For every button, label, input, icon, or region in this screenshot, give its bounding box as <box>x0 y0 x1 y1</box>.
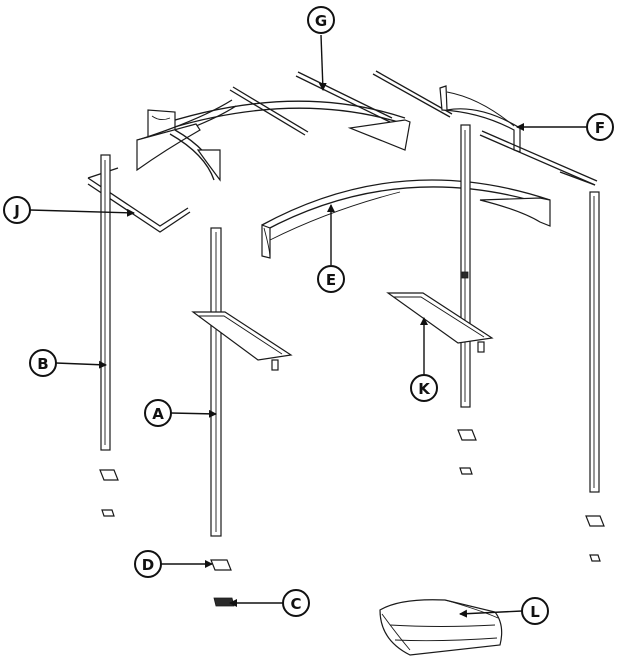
side-bracket-f <box>439 85 598 186</box>
callout-g-label: G <box>315 12 327 30</box>
top-rafter-g <box>295 70 453 123</box>
back-arch-assembly <box>136 86 411 182</box>
post-back-right <box>460 124 471 408</box>
callout-f: F <box>586 113 614 141</box>
front-arch-e <box>261 179 551 259</box>
callout-l: L <box>521 597 549 625</box>
callout-f-label: F <box>595 119 605 137</box>
callout-g: G <box>307 6 335 34</box>
callout-a-label: A <box>152 405 164 423</box>
callout-k: K <box>410 374 438 402</box>
post-a <box>210 227 222 537</box>
callout-j: J <box>3 196 31 224</box>
shelf-left <box>191 311 293 371</box>
callout-b: B <box>29 349 57 377</box>
callout-l-label: L <box>530 603 540 621</box>
callout-e: E <box>317 265 345 293</box>
callout-j-label: J <box>13 202 20 220</box>
callout-c: C <box>282 589 310 617</box>
canopy-l <box>379 599 503 656</box>
leader-lines <box>29 34 588 618</box>
post-front-right <box>589 191 600 493</box>
callout-c-label: C <box>290 595 301 613</box>
base-plates <box>99 429 605 607</box>
callout-b-label: B <box>37 355 48 373</box>
callout-d: D <box>134 550 162 578</box>
callout-a: A <box>144 399 172 427</box>
callout-k-label: K <box>418 380 431 398</box>
post-b <box>100 154 111 451</box>
callout-e-label: E <box>326 271 336 289</box>
callout-d-label: D <box>142 556 154 574</box>
shelf-k <box>386 292 494 353</box>
